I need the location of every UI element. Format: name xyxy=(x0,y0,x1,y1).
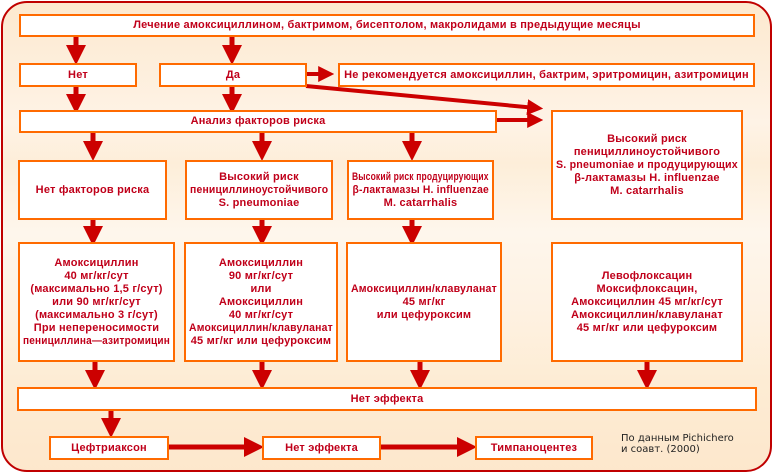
condition-box-no-risk: Нет факторов риска xyxy=(18,160,167,220)
treatment-line: 90 мг/кг/сут xyxy=(228,269,294,282)
treatment-line: Амоксициллин/клавуланат xyxy=(350,282,497,295)
no-effect-box-text: Нет эффекта xyxy=(350,392,424,405)
treatment-line: При непереносимости xyxy=(33,321,160,334)
treatment-line: Амоксициллин xyxy=(218,256,304,269)
source-note-line: и соавт. (2000) xyxy=(621,444,700,455)
treatment-box-no-risk: Амоксициллин 40 мг/кг/сут (максимально 1… xyxy=(18,242,175,362)
treatment-line: 45 мг/кг или цефуроксим xyxy=(190,334,332,347)
not-recommended-box: Не рекомендуется амоксициллин, бактрим, … xyxy=(338,63,755,87)
condition-line: β-лактамазы H. influenzae xyxy=(352,183,489,196)
no-box-text: Нет xyxy=(68,68,88,81)
condition-line: пенициллиноустойчивого xyxy=(573,145,721,158)
treatment-line: Моксифлоксацин, xyxy=(596,282,698,295)
tympanocentesis-box-text: Тимпаноцентез xyxy=(490,441,578,454)
no-box: Нет xyxy=(19,63,137,87)
condition-line: M. catarrhalis xyxy=(610,184,684,197)
risk-analysis-box-text: Анализ факторов риска xyxy=(190,115,326,127)
condition-line: S. pneumoniae xyxy=(218,196,300,209)
treatment-box-pneumoniae: Амоксициллин 90 мг/кг/сут или Амоксицилл… xyxy=(184,242,338,362)
treatment-line: 45 мг/кг xyxy=(402,295,446,308)
condition-line: Нет факторов риска xyxy=(35,183,150,196)
treatment-line: 40 мг/кг/сут xyxy=(64,269,129,282)
source-note: По данным Pichichero и соавт. (2000) xyxy=(621,433,734,455)
no-effect-box: Нет эффекта xyxy=(17,387,757,411)
treatment-line: Амоксициллин xyxy=(218,295,304,308)
no-effect-box-2-text: Нет эффекта xyxy=(285,441,358,454)
condition-box-high-risk-combined: Высокий риск пенициллиноустойчивого S. p… xyxy=(551,110,743,220)
treatment-line: (максимально 1,5 г/сут) xyxy=(30,282,163,295)
no-effect-box-2: Нет эффекта xyxy=(262,436,381,460)
not-recommended-box-text: Не рекомендуется амоксициллин, бактрим, … xyxy=(344,68,749,81)
treatment-box-beta-lactamase: Амоксициллин/клавуланат 45 мг/кг или цеф… xyxy=(346,242,502,362)
condition-line: M. catarrhalis xyxy=(383,196,458,209)
condition-box-beta-lactamase: Высокий риск продуцирующих β-лактамазы H… xyxy=(347,160,494,220)
condition-line: Высокий риск xyxy=(219,170,299,183)
treatment-line: 40 мг/кг/сут xyxy=(228,308,294,321)
treatment-line: или xyxy=(250,282,272,295)
condition-line: S. pneumoniae и продуцирующих xyxy=(556,158,738,171)
tympanocentesis-box: Тимпаноцентез xyxy=(475,436,593,460)
treatment-line: (максимально 3 г/сут) xyxy=(35,308,158,321)
treatment-line: Амоксициллин/клавуланат xyxy=(189,321,333,334)
risk-analysis-box: Анализ факторов риска xyxy=(19,110,497,133)
treatment-line: Амоксициллин xyxy=(54,256,139,269)
yes-box: Да xyxy=(159,63,307,87)
title-box: Лечение амоксициллином, бактримом, бисеп… xyxy=(19,14,755,37)
yes-box-text: Да xyxy=(225,68,241,81)
treatment-line: Амоксициллин/клавуланат xyxy=(571,308,723,321)
treatment-line: Левофлоксацин xyxy=(601,269,693,282)
treatment-line: или 90 мг/кг/сут xyxy=(52,295,141,308)
source-note-line: По данным Pichichero xyxy=(621,433,734,444)
ceftriaxone-box-text: Цефтриаксон xyxy=(71,441,147,454)
condition-box-pneumoniae: Высокий риск пенициллиноустойчивого S. p… xyxy=(185,160,333,220)
condition-line: Высокий риск продуцирующих xyxy=(352,170,489,183)
title-box-text: Лечение амоксициллином, бактримом, бисеп… xyxy=(133,19,641,31)
treatment-line: или цефуроксим xyxy=(376,308,472,321)
condition-line: β-лактамазы H. influenzae xyxy=(574,171,720,184)
treatment-line: пенициллина—азитромицин xyxy=(22,334,171,347)
treatment-line: 45 мг/кг или цефуроксим xyxy=(576,321,718,334)
ceftriaxone-box: Цефтриаксон xyxy=(49,436,169,460)
treatment-line: Амоксициллин 45 мг/кг/сут xyxy=(571,295,723,308)
condition-line: пенициллиноустойчивого xyxy=(189,183,329,196)
treatment-box-high-risk-combined: Левофлоксацин Моксифлоксацин, Амоксицилл… xyxy=(551,242,743,362)
condition-line: Высокий риск xyxy=(607,132,687,145)
